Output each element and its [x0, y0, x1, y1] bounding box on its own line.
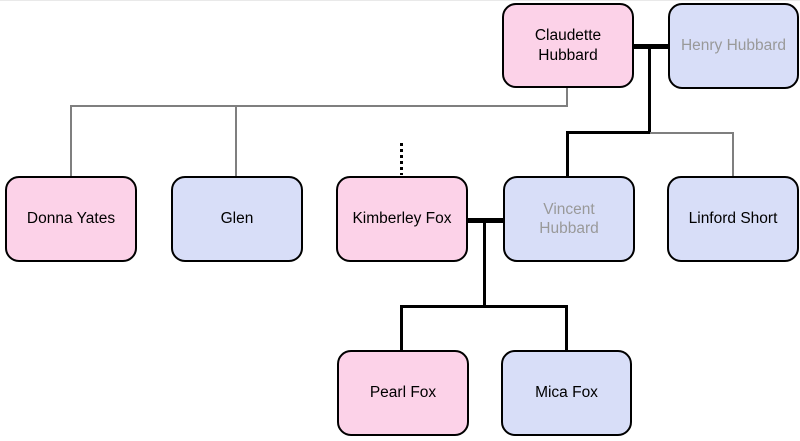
connector-rail-to-vincent: [566, 131, 651, 134]
person-node-kimberley-fox[interactable]: Kimberley Fox: [336, 176, 468, 262]
connector-drop-vincent: [566, 131, 569, 176]
connector-rail-to-linford: [650, 132, 734, 134]
person-name-label: Linford Short: [688, 210, 778, 228]
connector-marriage-claudette-henry: [634, 44, 669, 49]
person-name-label: Pearl Fox: [369, 384, 437, 402]
connector-drop-linford: [732, 132, 734, 176]
connector-unknown-parent-kimberley: [400, 143, 403, 175]
person-node-vincent-hubbard[interactable]: Vincent Hubbard: [503, 176, 635, 262]
connector-drop-claudette-henry: [648, 46, 651, 134]
page-top-border: [0, 0, 800, 1]
person-name-label: Claudette Hubbard: [534, 27, 602, 64]
connector-stub-claudette-children: [566, 88, 568, 107]
person-name-label: Donna Yates: [26, 210, 116, 228]
person-name-label: Kimberley Fox: [352, 210, 452, 228]
person-node-mica-fox[interactable]: Mica Fox: [501, 350, 632, 436]
person-name-label: Vincent Hubbard: [539, 200, 599, 237]
person-node-linford-short[interactable]: Linford Short: [667, 176, 799, 262]
connector-drop-mica: [565, 305, 568, 350]
connector-drop-pearl: [400, 305, 403, 350]
person-node-pearl-fox[interactable]: Pearl Fox: [337, 350, 469, 436]
person-node-glen[interactable]: Glen: [171, 176, 303, 262]
person-name-label: Glen: [220, 210, 254, 228]
connector-drop-kimberley-vincent: [483, 221, 486, 308]
person-node-claudette-hubbard[interactable]: Claudette Hubbard: [502, 3, 634, 88]
connector-rail-fox-children: [400, 305, 568, 308]
connector-rail-claudette-children: [70, 105, 568, 107]
connector-drop-glen: [235, 105, 237, 176]
person-node-henry-hubbard[interactable]: Henry Hubbard: [668, 3, 799, 89]
connector-drop-donna: [70, 105, 72, 176]
person-name-label: Henry Hubbard: [680, 37, 787, 55]
person-node-donna-yates[interactable]: Donna Yates: [5, 176, 137, 262]
connector-marriage-kimberley-vincent: [468, 218, 504, 223]
person-name-label: Mica Fox: [535, 384, 598, 402]
